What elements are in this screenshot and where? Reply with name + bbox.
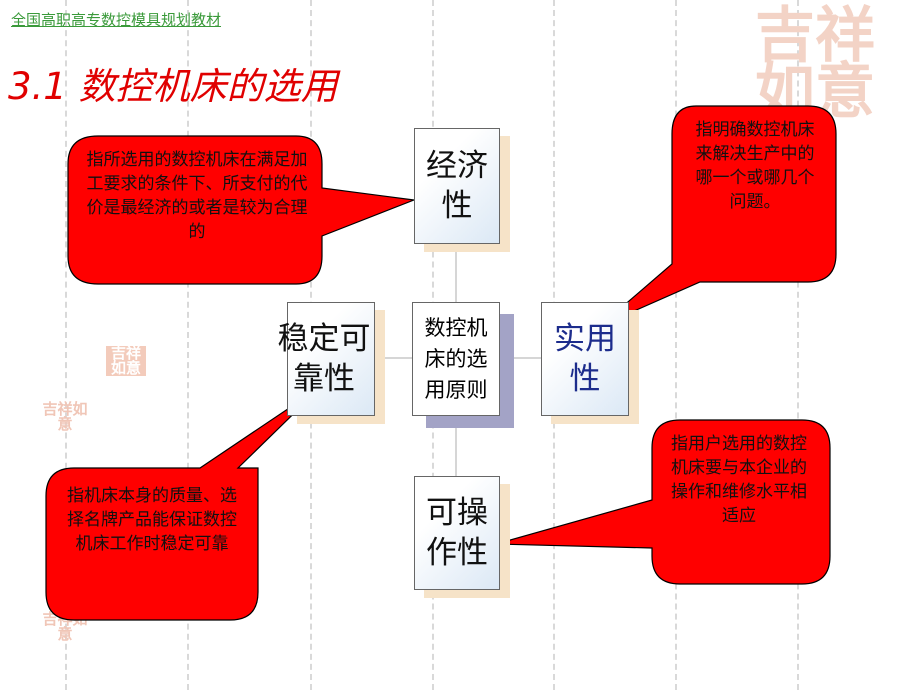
practical-label: 实用性 <box>554 321 616 397</box>
page-title: 3.1 数控机床的选用 <box>8 65 338 108</box>
practical-box: 实用性 <box>541 302 629 416</box>
economy-label: 经济性 <box>426 148 488 224</box>
callout-stability-text: 指机床本身的质量、选择名牌产品能保证数控机床工作时稳定可靠 <box>67 486 237 554</box>
stability-box: 稳定可靠性 <box>278 302 375 416</box>
callout-economy-bubble <box>67 135 415 285</box>
center-label: 数控机床的选用原则 <box>424 315 488 402</box>
callout-operability-bubble <box>495 419 831 585</box>
header-course-link[interactable]: 全国高职高专数控模具规划教材 <box>11 11 222 29</box>
callout-stability-bubble <box>45 385 323 621</box>
bg-dash-line <box>187 0 189 690</box>
callout-operability-text: 指用户选用的数控机床要与本企业的操作和维修水平相适应 <box>671 434 807 526</box>
bg-dash-line <box>675 0 677 690</box>
center-principle-box: 数控机床的选用原则 <box>412 302 500 416</box>
seal-logo: 吉祥如意 <box>106 346 146 376</box>
seal-logo: 吉祥如意 <box>42 400 88 433</box>
bg-dash-line <box>65 0 67 690</box>
bg-dash-line <box>797 0 799 690</box>
operability-label: 可操作性 <box>426 495 488 571</box>
callout-economy-text: 指所选用的数控机床在满足加工要求的条件下、所支付的代价是最经济的或者是较为合理的 <box>86 150 308 242</box>
callout-practical-text: 指明确数控机床来解决生产中的哪一个或哪几个问题。 <box>695 120 815 212</box>
economy-box: 经济性 <box>414 128 500 244</box>
connector-lines <box>373 243 541 476</box>
callout-practical-bubble <box>599 105 837 327</box>
operability-box: 可操作性 <box>414 476 500 590</box>
stability-label: 稳定可靠性 <box>277 321 371 397</box>
